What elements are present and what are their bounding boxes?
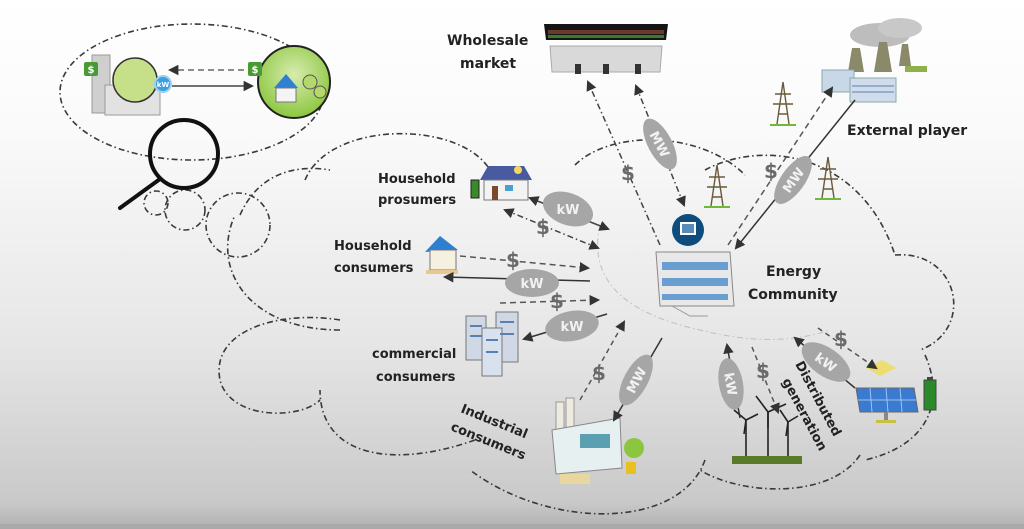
wholesale-market-label-line2: market <box>460 56 516 72</box>
solar-money-symbol: $ <box>834 327 848 351</box>
household-prosumers-label-line2: prosumers <box>378 193 456 208</box>
household-prosumer-house-icon <box>470 166 532 201</box>
industrial-money-arrow <box>579 320 626 401</box>
household-consumer-power-label: kW <box>521 277 544 292</box>
commercial-money-arrow <box>499 295 601 306</box>
solar-panel-icon <box>855 360 919 423</box>
cloud-lobe-bottom-left <box>319 389 476 456</box>
household-prosumers-label-line1: Household <box>378 172 456 187</box>
wholesale-market-label-line1: Wholesale <box>447 33 528 49</box>
cloud-lobe-top-mid <box>574 139 746 176</box>
cloud-lobe-left <box>226 214 341 331</box>
cloud-lobe-bottom <box>699 454 861 490</box>
transmission-tower-icon-2 <box>704 164 730 208</box>
inset-peer-to-peer: $ kW $ <box>84 45 331 119</box>
wholesale-money-arrow <box>586 80 661 246</box>
household-consumer-power-oval: kW <box>505 269 559 297</box>
external-player-label: External player <box>847 123 967 139</box>
thought-bubble-large <box>205 192 271 258</box>
wind-power-label: kW <box>720 372 739 397</box>
prosumer-money-symbol: $ <box>536 215 550 239</box>
industrial-factory-icon <box>551 397 644 484</box>
cloud-inner-bottom-left <box>218 316 341 414</box>
cloud-lobe-right <box>894 254 955 351</box>
magnifier-icon <box>118 118 220 210</box>
inset-dollar-icon-right: $ <box>252 65 259 76</box>
inset-kw-badge: kW <box>157 81 170 89</box>
energy-community-label-line1: Energy <box>766 264 821 280</box>
wholesale-money-symbol: $ <box>621 161 635 185</box>
prosumer-power-label: kW <box>557 203 580 218</box>
commercial-money-symbol: $ <box>550 289 564 313</box>
wholesale-power-oval: MW <box>643 118 677 170</box>
commercial-buildings-icon <box>465 311 519 377</box>
bottom-edge-bar <box>0 524 1024 529</box>
cloud-lobe-bottom-right <box>864 354 934 461</box>
commercial-consumers-label-line1: commercial <box>372 347 456 362</box>
cloud-lobe-bottom-mid <box>469 459 706 515</box>
battery-icon <box>923 377 937 411</box>
thought-bubble-small <box>143 190 169 216</box>
energy-community-label-line2: Community <box>748 287 838 303</box>
commercial-power-oval: kW <box>545 310 599 342</box>
commercial-power-label: kW <box>561 320 584 335</box>
wind-money-symbol: $ <box>756 359 770 383</box>
wind-turbines-icon <box>732 395 802 464</box>
cloud-lobe-far-left <box>239 167 331 216</box>
external-money-arrow <box>727 86 834 246</box>
prosumer-power-oval: kW <box>542 191 594 227</box>
industrial-power-oval: MW <box>619 354 653 406</box>
wholesale-market-control-room-icon <box>544 24 668 74</box>
wind-money-arrow <box>751 346 780 414</box>
inset-office-building-icon: $ kW <box>84 54 172 116</box>
commercial-consumers-label-line2: consumers <box>376 370 456 385</box>
industrial-money-symbol: $ <box>592 361 606 385</box>
energy-community-building-icon <box>655 214 735 317</box>
wind-power-oval: kW <box>718 358 744 410</box>
household-consumers-label-line1: Household <box>334 239 412 254</box>
cloud-lobe-top-right <box>704 154 896 256</box>
external-player-power-plant-icon <box>821 18 927 103</box>
household-consumer-money-arrow <box>459 255 591 273</box>
inset-dollar-icon-left: $ <box>88 65 95 76</box>
external-power-oval: MW <box>774 156 812 204</box>
household-consumers-label-line2: consumers <box>334 261 414 276</box>
solar-money-arrow <box>817 327 878 370</box>
inset-house-icon: $ <box>248 45 331 119</box>
external-money-symbol: $ <box>764 159 778 183</box>
solar-power-oval: kW <box>801 342 851 382</box>
household-consumer-money-symbol: $ <box>506 248 520 272</box>
thought-bubble-medium <box>164 189 206 231</box>
transmission-tower-icon-3 <box>815 156 841 200</box>
household-consumer-house-icon <box>425 236 458 274</box>
transmission-tower-icon-1 <box>770 81 796 126</box>
cloud-lobe-top-left <box>304 132 491 181</box>
